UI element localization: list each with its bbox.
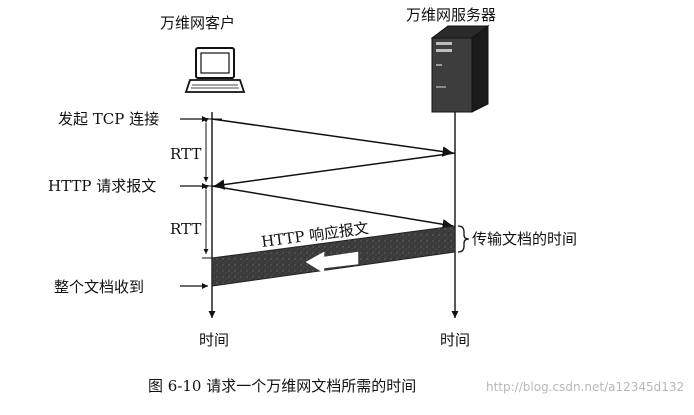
transfer-time-label: 传输文档的时间	[472, 230, 577, 248]
server-tower-icon	[430, 25, 490, 113]
client-time-label: 时间	[199, 331, 229, 349]
rtt-label-2: RTT	[170, 220, 201, 238]
watermark-text: http://blog.csdn.net/a12345d132	[486, 380, 684, 394]
http-request-arrow	[211, 185, 454, 230]
tcp-syn-arrow	[211, 118, 454, 157]
label-document-received: 整个文档收到	[54, 278, 144, 296]
rtt-label-1: RTT	[170, 145, 201, 163]
label-http-request: HTTP 请求报文	[48, 177, 156, 195]
client-title: 万维网客户	[160, 14, 235, 32]
tcp-ack-arrow	[213, 152, 456, 190]
server-title: 万维网服务器	[406, 6, 496, 24]
server-time-label: 时间	[440, 331, 470, 349]
transfer-time-brace	[457, 225, 470, 253]
client-computer-icon	[184, 47, 246, 93]
label-tcp-connect: 发起 TCP 连接	[58, 110, 159, 128]
response-direction-arrow	[305, 251, 359, 274]
figure-caption: 图 6-10 请求一个万维网文档所需的时间	[148, 377, 416, 395]
